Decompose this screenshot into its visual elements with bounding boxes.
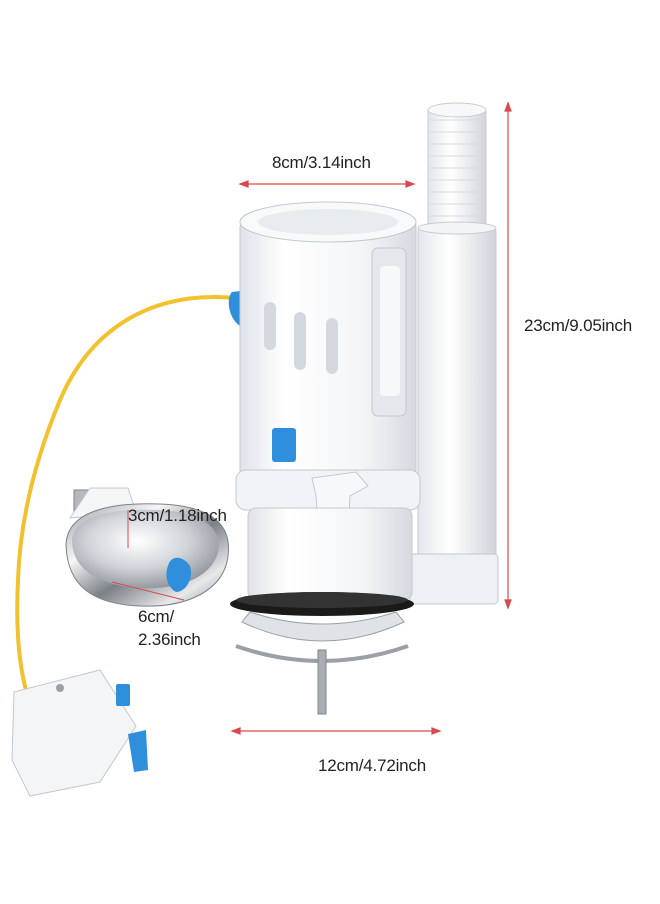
base-width-dimension-label: 12cm/4.72inch xyxy=(318,756,426,775)
dimension-lines xyxy=(230,101,512,735)
cable-actuator-box xyxy=(11,669,148,797)
button-diameter-label-line1: 6cm/ xyxy=(138,607,175,626)
button-height-dimension-label: 3cm/1.18inch xyxy=(128,506,227,525)
width-dimension-label: 8cm/3.14inch xyxy=(272,153,371,172)
button-diameter-label-line2: 2.36inch xyxy=(138,630,201,649)
valve-body xyxy=(230,201,421,715)
overflow-tube xyxy=(409,102,499,605)
push-button xyxy=(65,487,230,607)
height-dimension-label: 23cm/9.05inch xyxy=(524,316,632,335)
yellow-cable xyxy=(15,295,238,692)
